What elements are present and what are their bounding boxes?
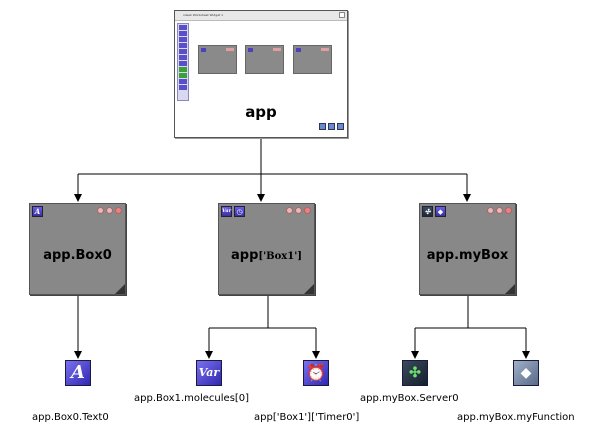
server-icon: ✣ [402,360,428,386]
server-icon: ✣ [422,206,433,217]
box-node-box0: A app.Box0 [29,203,126,295]
box-label: app.myBox [426,248,509,263]
mini-box-1 [245,45,284,74]
function-icon: ◆ [435,206,446,217]
close-icon [339,12,345,18]
tool-icon [179,79,187,84]
text-icon: A [65,360,91,386]
text-icon: A [32,206,43,217]
leaf-caption-server0: app.myBox.Server0 [360,393,459,404]
box-node-mybox: ✣ ◆ app.myBox [419,203,516,295]
box-controls [97,207,122,214]
alarm-clock-icon: ⏰ [303,360,329,386]
box-label: app.Box0 [43,248,112,263]
box-node-box1: Var ◷ app['Box1'] [218,203,315,295]
tool-icon [179,37,187,42]
tool-icon [179,25,187,30]
leaf-caption-molecules: app.Box1.molecules[0] [134,393,250,404]
window-buttons [317,115,344,134]
leaf-caption-text0: app.Box0.Text0 [32,412,109,423]
app-window-titlebar: xdesk Worksheet Widget 1 [175,11,347,21]
function-icon: ◆ [513,360,539,386]
alarm-clock-icon: ◷ [234,206,245,217]
box-label: app['Box1'] [230,248,303,263]
resize-handle-icon [304,284,314,294]
app-window-title: xdesk Worksheet Widget 1 [183,13,224,17]
leaf-caption-myfunction: app.myBox.myFunction [457,412,575,423]
tool-icon [179,61,187,66]
tool-icon [179,55,187,60]
mini-box-0 [198,45,237,74]
mini-box-2 [293,45,332,74]
var-icon: Var [221,206,232,217]
app-window-thumbnail: xdesk Worksheet Widget 1 app [174,10,348,138]
resize-handle-icon [115,284,125,294]
app-toolbar [177,23,189,101]
box-controls [487,207,512,214]
var-icon: Var [196,360,222,386]
tool-icon [179,49,187,54]
leaf-caption-timer0: app['Box1']['Timer0'] [254,412,360,423]
tool-icon [179,73,187,78]
tool-icon [179,31,187,36]
tool-icon [179,85,187,90]
tool-icon [179,43,187,48]
app-label: app [245,103,277,121]
tool-icon [179,67,187,72]
box-controls [286,207,311,214]
resize-handle-icon [505,284,515,294]
